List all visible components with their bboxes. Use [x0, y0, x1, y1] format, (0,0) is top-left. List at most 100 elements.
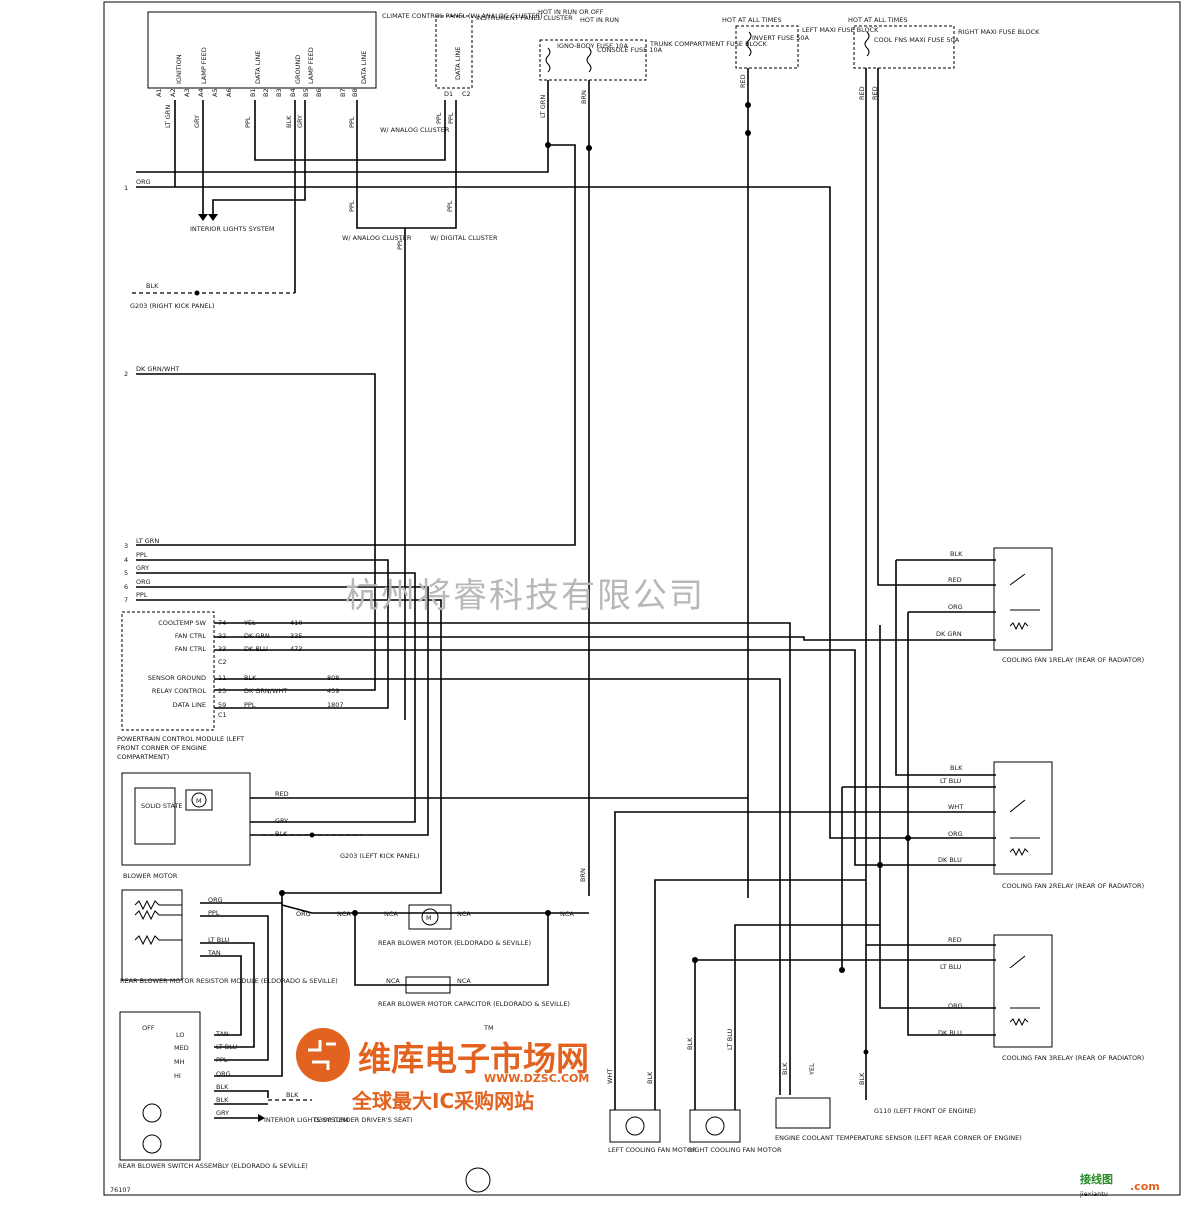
r2-org: ORG — [948, 830, 963, 838]
left-fan-motor-icon — [625, 1116, 645, 1136]
pcm-conn-c1: C1 — [218, 711, 227, 719]
wire-red-blower: RED — [275, 790, 289, 798]
logo-sub-text: 全球最大IC采购网站 — [351, 1089, 534, 1113]
left-fan-label: LEFT COOLING FAN MOTOR — [608, 1146, 697, 1154]
wire-brn-rear: BRN — [579, 868, 587, 882]
wire-blk-fan-2: BLK — [686, 1037, 694, 1050]
wire-blk-g300: BLK — [286, 1091, 299, 1099]
pin-ground: GROUND — [294, 55, 302, 84]
pin-lamp-feed-1: LAMP FEED — [200, 47, 208, 84]
climate-pin-id: A5 — [211, 88, 219, 97]
r1-dkgrn: DK GRN — [936, 630, 962, 638]
r1-blk: BLK — [950, 550, 963, 558]
row-6-num: 6 — [124, 583, 128, 591]
row-2-num: 2 — [124, 370, 128, 378]
wire-tan-r: TAN — [207, 949, 221, 957]
pcm-pin-number: 11 — [218, 674, 226, 682]
watermark: 杭州将睿科技有限公司 — [345, 576, 705, 616]
wire-nca-4: NCA — [560, 910, 574, 918]
r2-ltblu: LT BLU — [940, 777, 962, 785]
relay-2: COOLING FAN 2RELAY (REAR OF RADIATOR) — [993, 761, 1144, 890]
wire-nca-3: NCA — [457, 910, 471, 918]
pcm-pin-name: DATA LINE — [173, 701, 206, 709]
right-fan-motor-icon — [705, 1116, 725, 1136]
wire-ltblu-s: LT BLU — [216, 1043, 238, 1051]
wire-ppl-mid-2: PPL — [446, 200, 454, 212]
wire-tan-s: TAN — [215, 1030, 229, 1038]
wire-ppl-s: PPL — [216, 1056, 228, 1064]
rear-switch-label: REAR BLOWER SWITCH ASSEMBLY (ELDORADO & … — [118, 1162, 308, 1170]
row-6-color: ORG — [136, 578, 151, 586]
corner-com: .com — [1130, 1180, 1160, 1193]
trunk-fuse-title: TRUNK COMPARTMENT FUSE BLOCK — [649, 40, 768, 48]
wire-gry-blower: GRY — [275, 817, 288, 825]
wire-ppl-top: PPL — [244, 116, 252, 128]
w-analog-cluster: W/ ANALOG CLUSTER — [342, 234, 412, 242]
wire-blk-blower: BLK — [275, 830, 288, 838]
r1-red: RED — [948, 576, 962, 584]
w-digital-cluster: W/ DIGITAL CLUSTER — [430, 234, 498, 242]
hot-all-times-right: HOT AT ALL TIMES — [848, 16, 908, 24]
wire-nca-1: NCA — [337, 910, 351, 918]
pin-ignition: IGNITION — [175, 54, 183, 84]
row-7-color: PPL — [136, 591, 148, 599]
wire-org-s: ORG — [216, 1070, 231, 1078]
blower-motor-label: BLOWER MOTOR — [123, 872, 178, 880]
r2-blk: BLK — [950, 764, 963, 772]
rear-blower-capacitor — [405, 976, 451, 994]
relay3-label: COOLING FAN 3RELAY (REAR OF RADIATOR) — [1002, 1054, 1144, 1062]
rear-blower-switch — [119, 1011, 201, 1161]
rear-blower-motor-icon — [421, 908, 439, 926]
climate-pin-id: B3 — [275, 88, 283, 97]
pcm-pin-circuit: 808 — [327, 674, 339, 682]
relay-3: COOLING FAN 3RELAY (REAR OF RADIATOR) — [993, 934, 1144, 1062]
pin-data-line-2: DATA LINE — [360, 51, 368, 84]
sw-hi: HI — [174, 1072, 181, 1080]
row-5-color: GRY — [136, 564, 149, 572]
interior-lights-2: INTERIOR LIGHTS SYSTEM — [264, 1116, 349, 1124]
row-4-num: 4 — [124, 556, 128, 564]
sw-med: MED — [174, 1044, 189, 1052]
console-fuse: CONSOLE FUSE 10A — [597, 46, 663, 54]
left-maxi-fuse-block — [735, 25, 799, 69]
wire-ppl-mid: PPL — [348, 200, 356, 212]
row-4-color: PPL — [136, 551, 148, 559]
rear-resistor-label: REAR BLOWER MOTOR RESISTOR MODULE (ELDOR… — [120, 977, 338, 985]
ipc-pin-label: DATA LINE — [454, 47, 462, 80]
junction-dots — [279, 102, 911, 973]
switch-lamp-1-icon — [142, 1103, 162, 1123]
pcm-pin-color: BLK — [244, 674, 257, 682]
pcm-pin-name: SENSOR GROUND — [148, 674, 206, 682]
climate-pin-id: B4 — [289, 88, 297, 97]
pcm-pin-color: DK BLU — [244, 645, 268, 653]
left-fan-motor — [609, 1109, 661, 1143]
fuse-symbols — [545, 31, 870, 73]
pcm-pin-number: 33 — [218, 645, 226, 653]
ect-label: ENGINE COOLANT TEMPERATURE SENSOR (LEFT … — [775, 1134, 1022, 1142]
blower-motor-icon — [191, 792, 207, 808]
g203-left: G203 (LEFT KICK PANEL) — [340, 852, 420, 860]
right-fan-motor — [689, 1109, 741, 1143]
ect-sensor — [775, 1097, 831, 1129]
pcm-pin-color: DK GRN/WHT — [244, 687, 287, 695]
pcm-pin-name: COOLTEMP SW — [158, 619, 206, 627]
climate-pin-id: B6 — [315, 88, 323, 97]
pcm-pin-color: DK GRN — [244, 632, 270, 640]
wire-wht-fan: WHT — [606, 1069, 614, 1084]
wire-red-left: RED — [739, 74, 747, 88]
pcm-pin-color: PPL — [244, 701, 256, 709]
pcm-pin-name: FAN CTRL — [175, 645, 207, 653]
climate-pin-id: B2 — [262, 88, 270, 97]
pcm-pin-number: 59 — [218, 701, 226, 709]
pcm-conn-c2: C2 — [218, 658, 227, 666]
wire-ltgrn-top: LT GRN — [164, 105, 172, 128]
hot-all-times-left: HOT AT ALL TIMES — [722, 16, 782, 24]
wire-ppl-ipc-2: PPL — [447, 112, 455, 124]
rear-motor-m: M — [426, 914, 432, 922]
left-maxi-title: LEFT MAXI FUSE BLOCK — [802, 26, 879, 34]
wire-gry-s: GRY — [216, 1109, 229, 1117]
climate-pin-id: A2 — [169, 88, 177, 97]
ipc-pin-d1: D1 — [444, 90, 453, 98]
sw-off: OFF — [142, 1024, 155, 1032]
